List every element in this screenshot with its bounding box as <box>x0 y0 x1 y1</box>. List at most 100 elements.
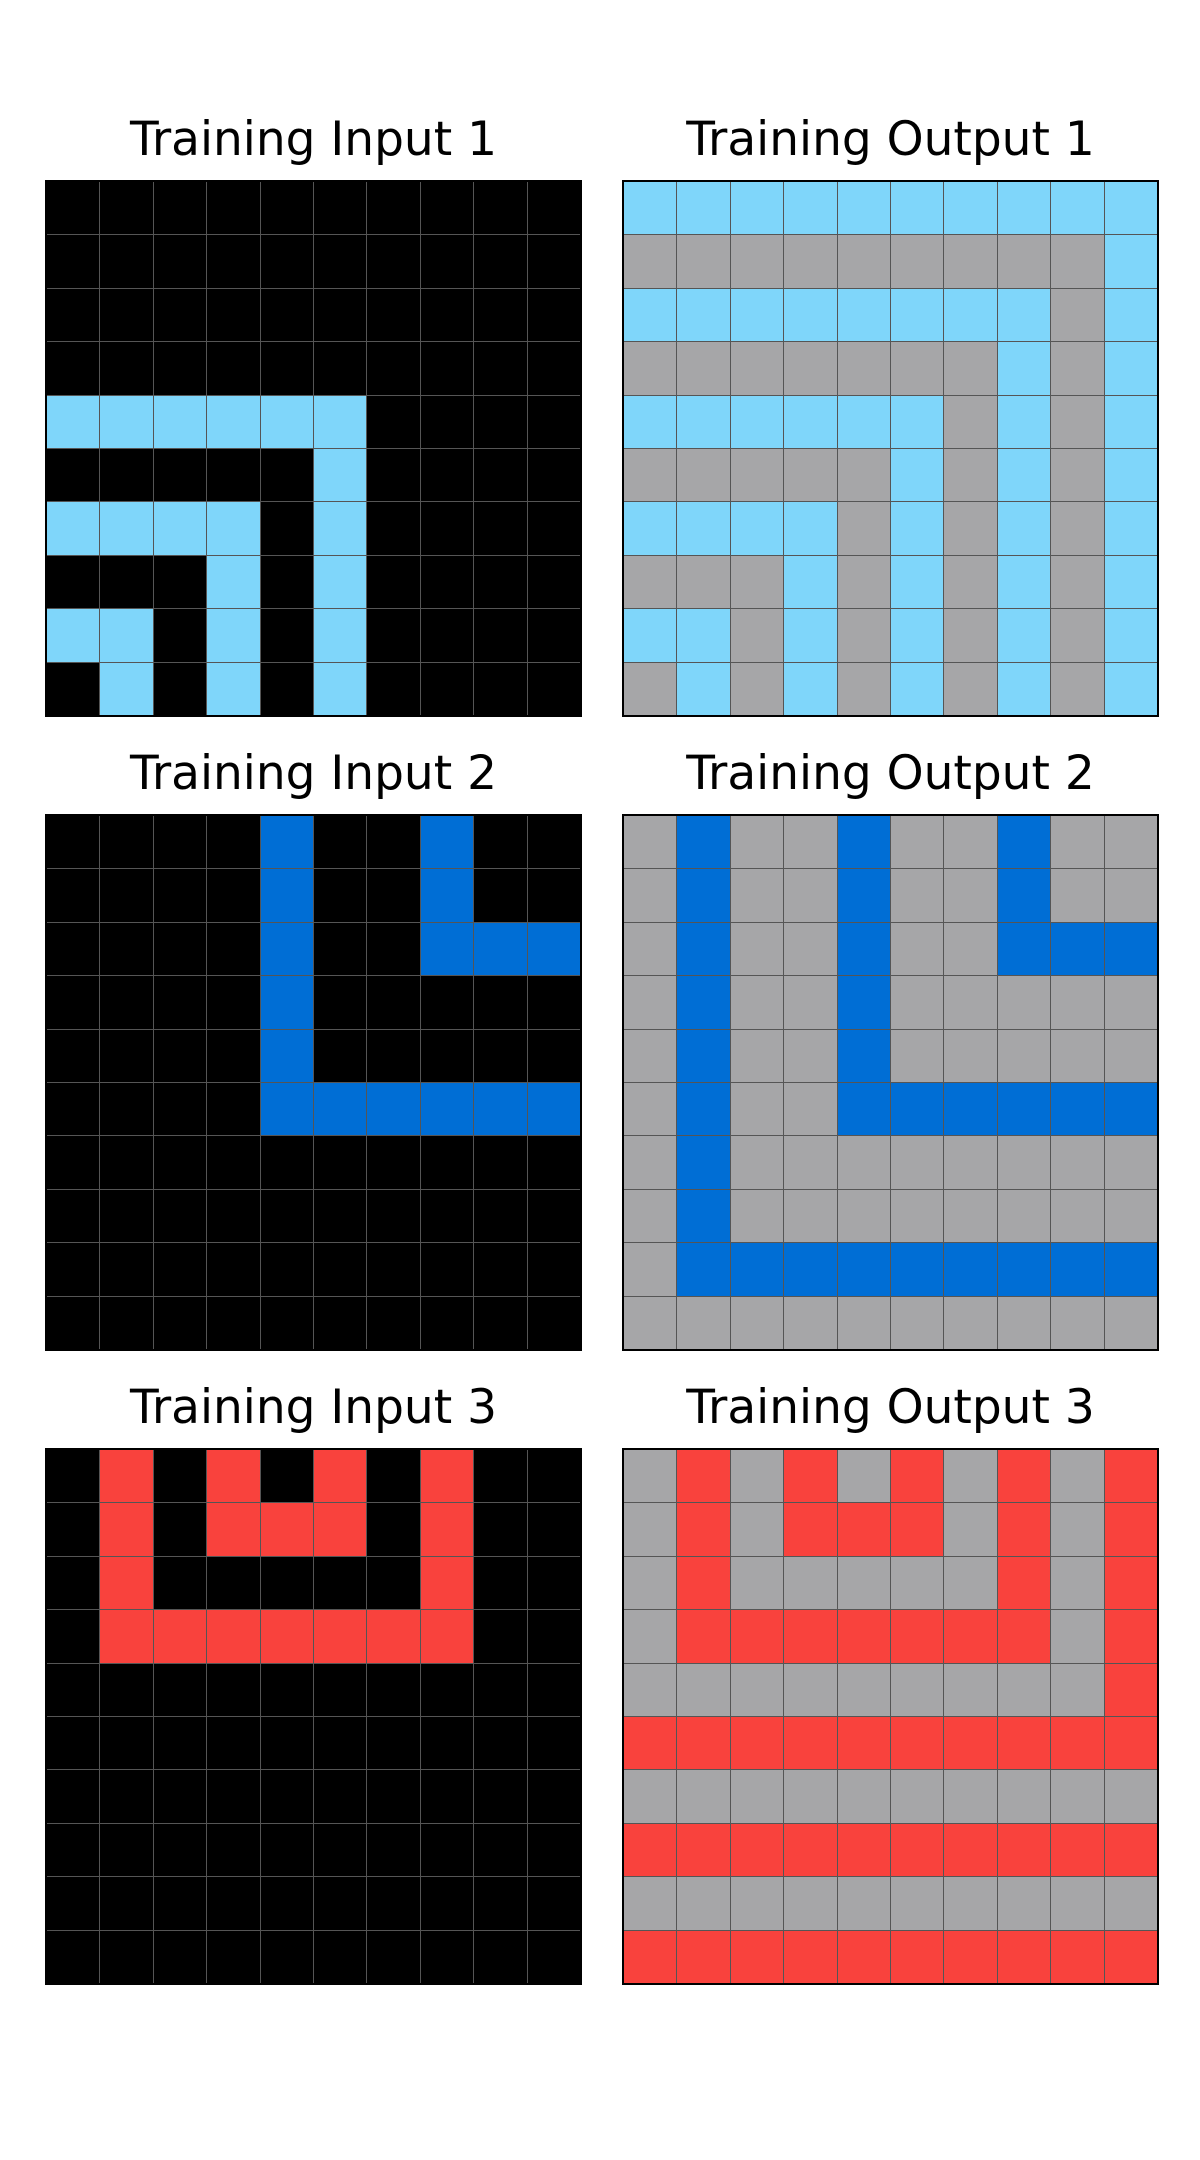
grid-cell <box>527 1503 580 1556</box>
grid-cell <box>474 1877 527 1930</box>
grid-cell <box>891 1610 944 1663</box>
grid-cell <box>1051 1136 1104 1189</box>
grid-cell <box>677 1243 730 1296</box>
grid-cell <box>997 1610 1051 1663</box>
grid-cell <box>1104 288 1157 342</box>
grid-cell <box>527 235 580 288</box>
grid-cell <box>474 922 527 976</box>
grid-cell <box>997 1503 1051 1556</box>
grid-cell <box>314 922 367 976</box>
grid-cell <box>420 342 474 395</box>
grid-cell <box>367 395 420 448</box>
grid-cell <box>367 922 420 976</box>
grid-cell <box>153 395 207 448</box>
grid-cell <box>1051 1717 1104 1770</box>
grid-cell <box>784 449 837 502</box>
grid-cell <box>837 1450 890 1503</box>
grid-cell <box>153 502 207 555</box>
grid-cell <box>997 182 1051 235</box>
grid-cell <box>527 1823 580 1877</box>
grid-cell <box>314 869 367 922</box>
grid-cell <box>527 922 580 976</box>
grid-cell <box>944 449 997 502</box>
grid-cell <box>207 1029 260 1082</box>
grid-cell <box>207 502 260 555</box>
grid-cell <box>677 1930 730 1983</box>
grid-cell <box>527 1556 580 1610</box>
grid-cell <box>837 662 890 715</box>
grid-cell <box>100 1610 153 1663</box>
grid-cell <box>730 1136 784 1189</box>
grid-cell <box>944 182 997 235</box>
grid-cell <box>730 502 784 555</box>
grid-cell <box>474 1136 527 1189</box>
grid-cell <box>784 1083 837 1136</box>
grid-cell <box>891 555 944 609</box>
grid-cell <box>730 1930 784 1983</box>
grid-cell <box>1051 1770 1104 1823</box>
grid-cell <box>260 449 313 502</box>
grid-cell <box>367 662 420 715</box>
grid-cell <box>367 1243 420 1296</box>
grid-cell <box>1051 1243 1104 1296</box>
grid-cell <box>677 1823 730 1877</box>
grid-cell <box>891 662 944 715</box>
grid-cell <box>784 1136 837 1189</box>
grid-cell <box>420 1717 474 1770</box>
grid-cell <box>784 182 837 235</box>
grid-cell <box>624 662 677 715</box>
grid-cell <box>367 1663 420 1716</box>
grid-cell <box>997 1450 1051 1503</box>
grid-cell <box>944 869 997 922</box>
grid-cell <box>260 1663 313 1716</box>
grid-cell <box>527 502 580 555</box>
grid-cell <box>891 1930 944 1983</box>
grid-cell <box>420 1450 474 1503</box>
grid-cell <box>784 1029 837 1082</box>
grid-cell <box>367 1770 420 1823</box>
grid-cell <box>944 609 997 662</box>
grid-cell <box>207 922 260 976</box>
grid-cell <box>527 869 580 922</box>
grid-cell <box>997 1243 1051 1296</box>
grid-cell <box>837 555 890 609</box>
grid-cell <box>730 342 784 395</box>
grid-cell <box>314 1717 367 1770</box>
grid-cell <box>730 1450 784 1503</box>
grid-cell <box>1104 609 1157 662</box>
grid-cell <box>474 1770 527 1823</box>
panel-title: Training Output 2 <box>686 746 1095 801</box>
grid-cell <box>1051 395 1104 448</box>
grid-cell <box>100 1243 153 1296</box>
grid-cell <box>474 1083 527 1136</box>
grid-cell <box>474 502 527 555</box>
grid-cell <box>207 1556 260 1610</box>
grid-cell <box>624 449 677 502</box>
grid-cell <box>997 869 1051 922</box>
grid-cell <box>784 1877 837 1930</box>
grid-cell <box>837 869 890 922</box>
grid-cell <box>624 395 677 448</box>
grid-cell <box>260 869 313 922</box>
grid-cell <box>207 1930 260 1983</box>
grid-cell <box>997 609 1051 662</box>
grid-cell <box>367 1823 420 1877</box>
grid-cell <box>997 662 1051 715</box>
grid-cell <box>314 1503 367 1556</box>
grid-cell <box>153 816 207 869</box>
grid-cell <box>1051 976 1104 1029</box>
grid-cell <box>677 1450 730 1503</box>
grid-cell <box>944 1770 997 1823</box>
grid-cell <box>891 342 944 395</box>
grid-cell <box>944 1029 997 1082</box>
grid-cell <box>944 976 997 1029</box>
grid-cell <box>730 235 784 288</box>
grid-cell <box>624 342 677 395</box>
grid-cell <box>997 1083 1051 1136</box>
grid-cell <box>837 1556 890 1610</box>
grid-cell <box>153 1770 207 1823</box>
grid-cell <box>420 1243 474 1296</box>
grid-cell <box>420 869 474 922</box>
grid-cell <box>944 1930 997 1983</box>
grid-cell <box>47 1029 100 1082</box>
